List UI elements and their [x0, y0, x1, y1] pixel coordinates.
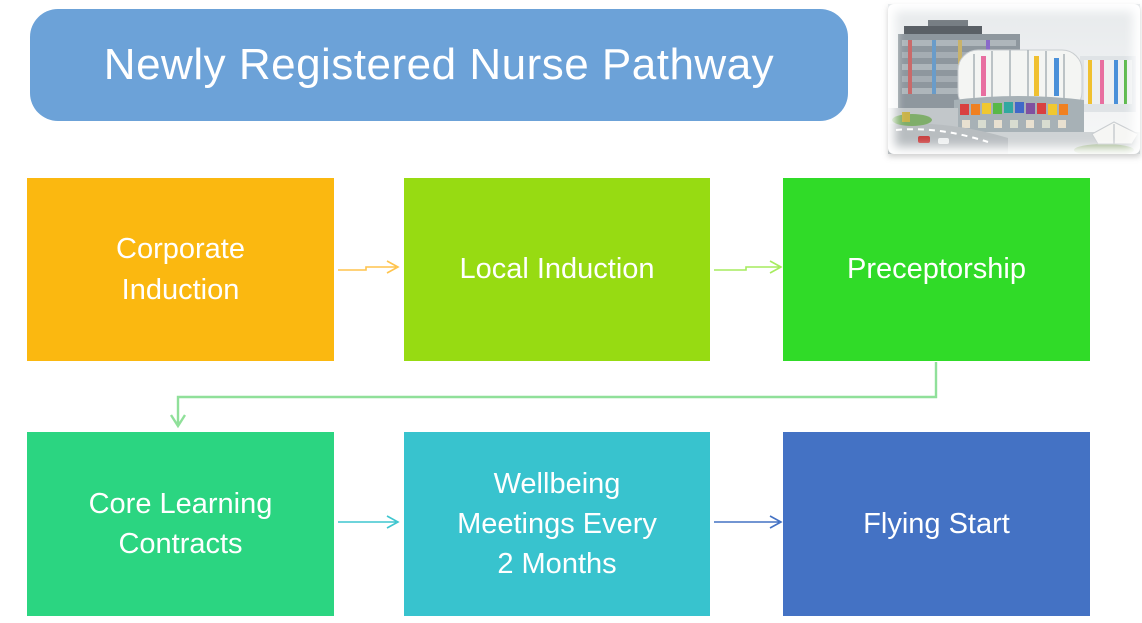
page-title: Newly Registered Nurse Pathway [103, 40, 775, 89]
hospital-photo-illustration [888, 4, 1140, 154]
flow-box-label: Preceptorship [847, 253, 1026, 286]
flow-box-corporate-induction: Corporate Induction [27, 178, 334, 361]
arrow-wellbeing-to-flying-start [714, 515, 783, 529]
elbow-preceptorship-to-core-learning [169, 362, 938, 429]
flow-box-core-learning-contracts: Core Learning Contracts [27, 432, 334, 616]
arrow-corporate-to-local [338, 260, 400, 274]
flow-box-label: Local Induction [459, 253, 655, 286]
hospital-photo [888, 4, 1140, 154]
arrow-core-learning-to-wellbeing [338, 515, 400, 529]
arrow-local-to-preceptorship [714, 260, 783, 274]
flow-box-wellbeing-meetings: Wellbeing Meetings Every 2 Months [404, 432, 710, 616]
flow-box-label: Wellbeing Meetings Every 2 Months [457, 467, 657, 580]
title-banner: Newly Registered Nurse Pathway [30, 9, 848, 121]
flow-box-local-induction: Local Induction [404, 178, 710, 361]
flow-box-preceptorship: Preceptorship [783, 178, 1090, 361]
flow-box-label: Corporate Induction [116, 233, 245, 306]
flow-box-label: Core Learning Contracts [88, 487, 273, 560]
flow-box-label: Flying Start [863, 507, 1010, 540]
flow-box-flying-start: Flying Start [783, 432, 1090, 616]
